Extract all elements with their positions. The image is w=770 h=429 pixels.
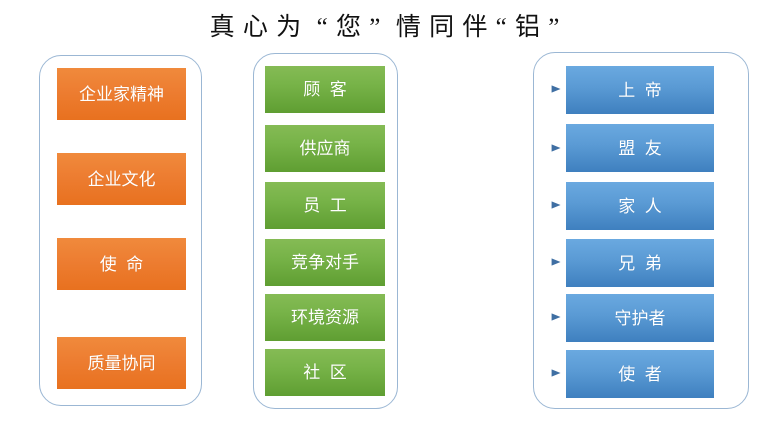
panel-stakeholders [253, 53, 398, 409]
node-company-value-4[interactable]: 质量协同 [57, 337, 186, 389]
node-role-6[interactable]: 使 者 [566, 350, 714, 398]
page-title: 真 心 为 “ 您 ” 情 同 伴 “ 铝 ” [0, 4, 770, 46]
node-stakeholder-3[interactable]: 员 工 [265, 182, 385, 229]
node-stakeholder-4[interactable]: 竞争对手 [265, 239, 385, 286]
node-stakeholder-1[interactable]: 顾 客 [265, 66, 385, 113]
node-role-3[interactable]: 家 人 [566, 182, 714, 230]
node-company-value-1[interactable]: 企业家精神 [57, 68, 186, 120]
node-role-1[interactable]: 上 帝 [566, 66, 714, 114]
node-company-value-3[interactable]: 使 命 [57, 238, 186, 290]
node-stakeholder-5[interactable]: 环境资源 [265, 294, 385, 341]
node-role-5[interactable]: 守护者 [566, 294, 714, 342]
page-title-text: 真 心 为 “ 您 ” 情 同 伴 “ 铝 ” [209, 14, 561, 41]
node-stakeholder-6[interactable]: 社 区 [265, 349, 385, 396]
panel-relationship-roles [533, 52, 749, 409]
node-role-2[interactable]: 盟 友 [566, 124, 714, 172]
node-stakeholder-2[interactable]: 供应商 [265, 125, 385, 172]
panel-company-values [39, 55, 202, 406]
node-company-value-2[interactable]: 企业文化 [57, 153, 186, 205]
node-role-4[interactable]: 兄 弟 [566, 239, 714, 287]
